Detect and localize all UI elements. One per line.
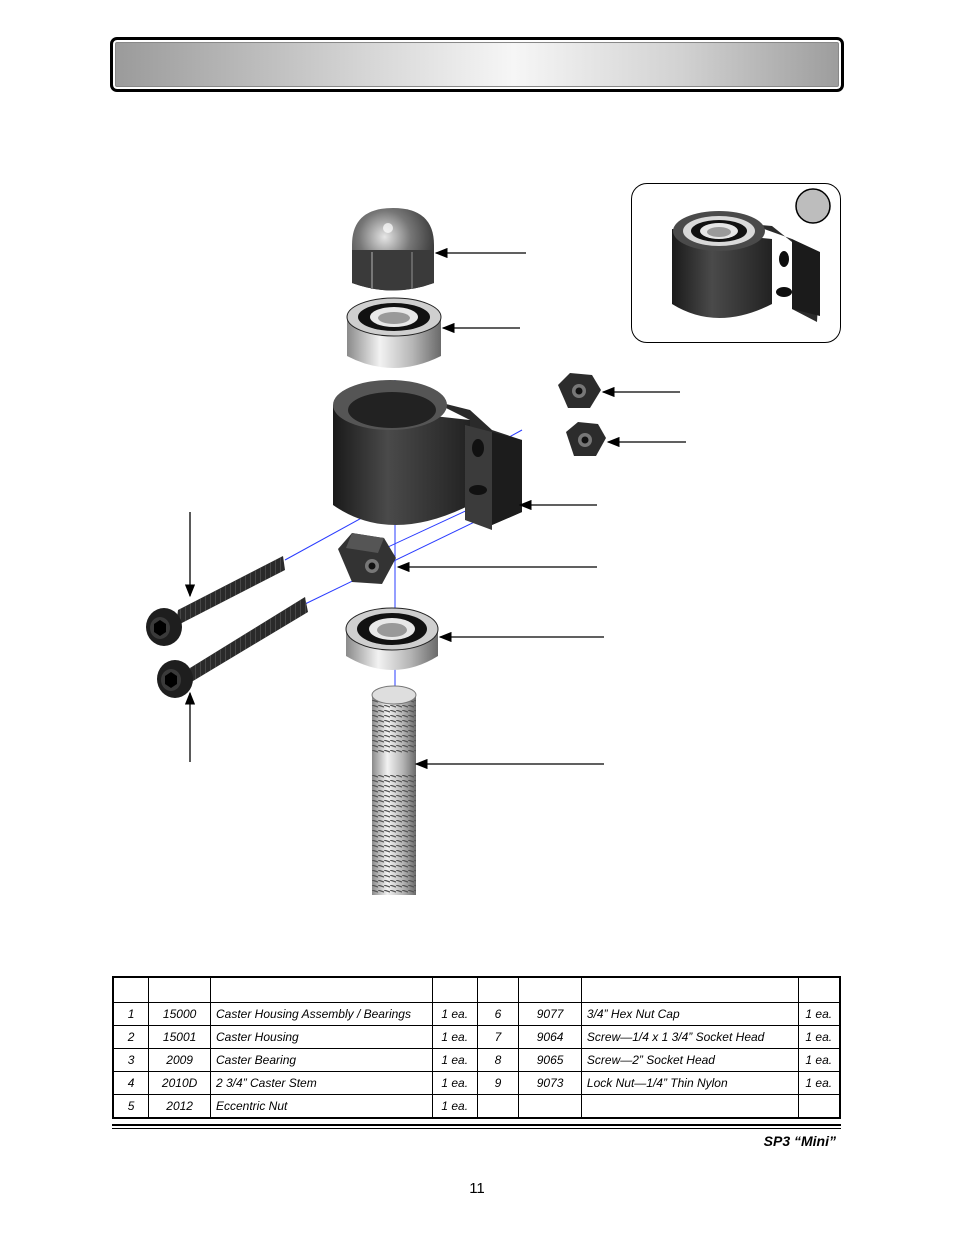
table-row: 5 2012 Eccentric Nut 1 ea.: [112, 1094, 841, 1119]
item-number: 2: [112, 1025, 150, 1049]
item-number: 5: [112, 1094, 150, 1119]
part-quantity: 1 ea.: [431, 1002, 478, 1026]
part-number: 2009: [148, 1048, 211, 1072]
table-row: 3 2009 Caster Bearing 1 ea. 8 9065 Screw…: [112, 1048, 841, 1072]
bearing-icon: [345, 607, 439, 670]
table-row: 2 15001 Caster Housing 1 ea. 7 9064 Scre…: [112, 1025, 841, 1049]
part-description: Screw—2” Socket Head: [580, 1048, 799, 1072]
item-number: 8: [476, 1048, 520, 1072]
part-description: Caster Housing: [210, 1025, 433, 1049]
item-number: 7: [476, 1025, 520, 1049]
part-quantity: 1 ea.: [431, 1071, 478, 1095]
bearing-icon: [346, 297, 442, 368]
caster-stem-icon: [371, 685, 417, 895]
page-number: 11: [469, 1180, 485, 1197]
part-quantity: 1 ea.: [431, 1048, 478, 1072]
part-description: 3/4” Hex Nut Cap: [580, 1002, 799, 1026]
header-cell: [476, 976, 520, 1003]
empty-cell: [476, 1094, 520, 1119]
part-number: 9064: [518, 1025, 582, 1049]
part-description: Caster Housing Assembly / Bearings: [210, 1002, 433, 1026]
header-cell: [148, 976, 211, 1003]
caster-housing-assembly-icon: [672, 188, 831, 322]
header-cell: [112, 976, 150, 1003]
socket-screw-icon: [146, 556, 285, 646]
header-cell: [518, 976, 582, 1003]
assembled-view-inset: [631, 183, 841, 343]
socket-screw-icon: [157, 597, 308, 698]
item-number: 9: [476, 1071, 520, 1095]
header-cell: [797, 976, 841, 1003]
item-number: 4: [112, 1071, 150, 1095]
part-quantity: 1 ea.: [431, 1025, 478, 1049]
part-number: 9065: [518, 1048, 582, 1072]
part-number: 9077: [518, 1002, 582, 1026]
part-number: 2012: [148, 1094, 211, 1119]
part-description: Caster Bearing: [210, 1048, 433, 1072]
caster-housing-icon: [333, 380, 522, 530]
table-header-row: [112, 976, 841, 1003]
item-number: 3: [112, 1048, 150, 1072]
part-number: 9073: [518, 1071, 582, 1095]
footer-rule: [112, 1124, 841, 1126]
part-number: 15000: [148, 1002, 211, 1026]
header-cell: [210, 976, 433, 1003]
part-number: 15001: [148, 1025, 211, 1049]
callout-arrow-icon: [184, 247, 686, 770]
item-number: 1: [112, 1002, 150, 1026]
exploded-parts-diagram: [146, 208, 686, 895]
lock-nut-icon: [558, 373, 606, 456]
part-quantity: 1 ea.: [797, 1002, 841, 1026]
part-quantity: 1 ea.: [797, 1025, 841, 1049]
part-description: Lock Nut—1/4” Thin Nylon: [580, 1071, 799, 1095]
part-description: Screw—1/4 x 1 3/4” Socket Head: [580, 1025, 799, 1049]
hex-nut-cap-icon: [352, 208, 434, 291]
part-quantity: 1 ea.: [797, 1048, 841, 1072]
empty-cell: [580, 1094, 799, 1119]
empty-cell: [797, 1094, 841, 1119]
eccentric-nut-icon: [338, 533, 396, 584]
empty-cell: [518, 1094, 582, 1119]
part-quantity: 1 ea.: [797, 1071, 841, 1095]
part-number: 2010D: [148, 1071, 211, 1095]
model-name: SP3 “Mini”: [763, 1133, 836, 1149]
table-row: 1 15000 Caster Housing Assembly / Bearin…: [112, 1002, 841, 1026]
section-header-bar: [110, 37, 844, 92]
footer-rule: [112, 1128, 841, 1129]
part-description: Eccentric Nut: [210, 1094, 433, 1119]
header-cell: [431, 976, 478, 1003]
header-cell: [580, 976, 799, 1003]
part-description: 2 3/4” Caster Stem: [210, 1071, 433, 1095]
table-row: 4 2010D 2 3/4” Caster Stem 1 ea. 9 9073 …: [112, 1071, 841, 1095]
parts-table: 1 15000 Caster Housing Assembly / Bearin…: [112, 976, 841, 1119]
item-number: 6: [476, 1002, 520, 1026]
part-quantity: 1 ea.: [431, 1094, 478, 1119]
